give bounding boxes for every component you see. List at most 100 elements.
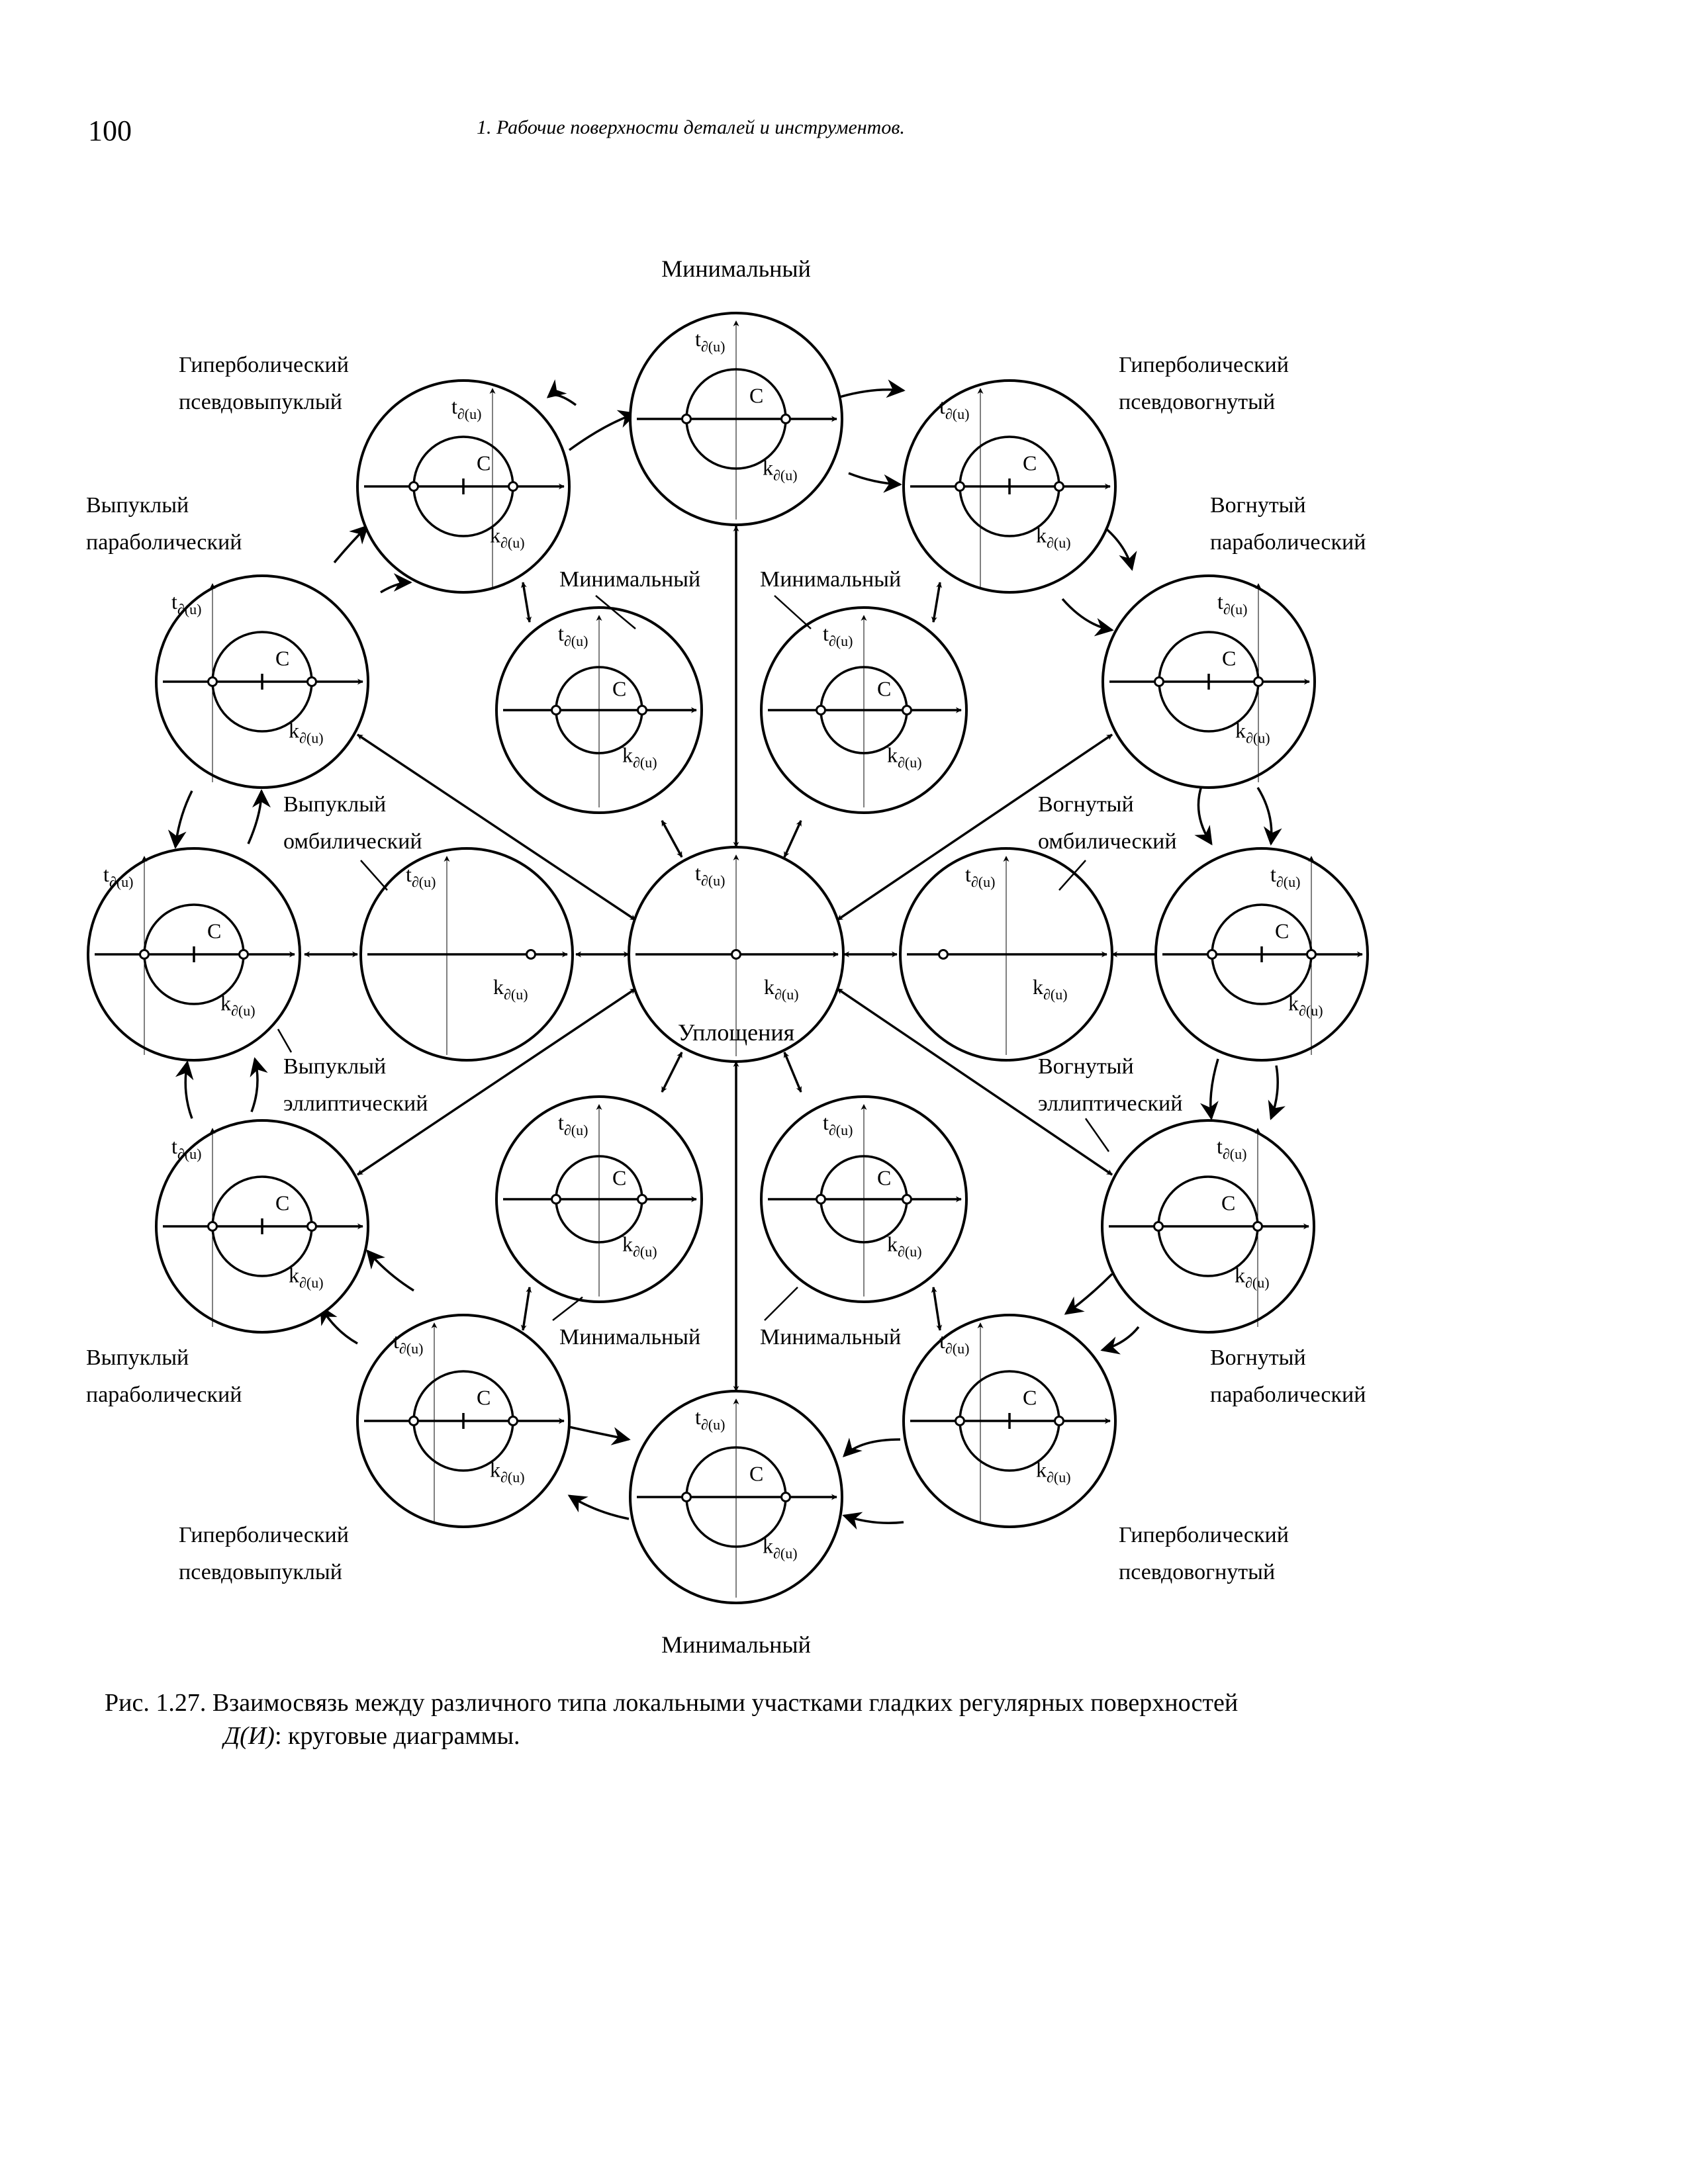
node-right-lower-elliptic-t-label-subscript: ∂(u) xyxy=(1223,1146,1247,1162)
inner-link-arrow-5 xyxy=(520,1287,532,1331)
running-head: 1. Рабочие поверхности деталей и инструм… xyxy=(477,116,905,138)
label-minimal: Минимальный xyxy=(760,567,901,592)
node-bottom-right-hyperbolic-point-max xyxy=(1054,1416,1064,1426)
spoke-arrow-5 xyxy=(357,987,636,1176)
ring-curve-arrow-18 xyxy=(366,1249,414,1292)
node-inner-minimal-lower-left-center-label: C xyxy=(612,1166,626,1190)
node-left-lower-parabolic-center-label: C xyxy=(275,1191,289,1214)
node-bottom-left-hyperbolic-point-min xyxy=(408,1416,419,1426)
node-right-lower-elliptic-k-label-subscript: ∂(u) xyxy=(1245,1275,1270,1291)
node-top-left-hyperbolic-point-max xyxy=(508,481,518,492)
node-bottom-left-hyperbolic-k-label-subscript: ∂(u) xyxy=(500,1469,525,1486)
label-flattening: Уплощения xyxy=(678,1019,794,1046)
region-labels: МинимальныйГиперболическийпсевдовыпуклый… xyxy=(86,255,1366,1658)
node-left-umbilic-ring-k-label-subscript: ∂(u) xyxy=(231,1003,256,1019)
node-bottom-right-hyperbolic-center-label: C xyxy=(1023,1385,1037,1409)
node-left-lower-parabolic-t-label-subscript: ∂(u) xyxy=(177,1146,202,1162)
label-convex-parabolic-2: параболический xyxy=(86,530,242,555)
ring-curve-arrow-24 xyxy=(380,573,412,594)
caption-symbol: Д(И) xyxy=(224,1722,275,1750)
node-inner-minimal-upper-left: Ct∂(u)k∂(u) xyxy=(495,606,703,814)
node-top-minimal-k-label: k∂(u) xyxy=(763,456,798,484)
node-right-upper-parabolic: Ct∂(u)k∂(u) xyxy=(1102,574,1316,789)
label-minimal: Минимальный xyxy=(559,1325,700,1349)
node-inner-minimal-lower-right: Ct∂(u)k∂(u) xyxy=(760,1095,968,1303)
ring-curve-arrow-11 xyxy=(1100,1326,1140,1355)
node-left-upper-parabolic-center-label: C xyxy=(275,646,289,670)
node-top-minimal-k-label-subscript: ∂(u) xyxy=(773,467,798,484)
node-right-upper-parabolic-point-min xyxy=(1154,676,1164,687)
node-inner-minimal-lower-right-point-min xyxy=(816,1194,826,1205)
node-left-umbilic-ring: Ct∂(u)k∂(u) xyxy=(87,847,301,1062)
node-inner-minimal-upper-left-center-label: C xyxy=(612,677,626,701)
label-convex-parabolic-2: параболический xyxy=(86,1383,242,1407)
node-inner-minimal-upper-right: Ct∂(u)k∂(u) xyxy=(760,606,968,814)
node-left-umbilic-ring-point-max xyxy=(238,949,249,960)
label-concave-parabolic-2: параболический xyxy=(1210,530,1366,555)
node-right-lower-elliptic: Ct∂(u)k∂(u) xyxy=(1101,1119,1315,1334)
node-left-lower-parabolic: Ct∂(u)k∂(u) xyxy=(155,1119,369,1334)
ring-curve-arrow-10 xyxy=(1199,1058,1219,1120)
node-left-upper-parabolic: Ct∂(u)k∂(u) xyxy=(155,574,369,789)
node-center-flattening-k-label-subscript: ∂(u) xyxy=(774,986,799,1003)
node-inner-minimal-upper-left-point-max xyxy=(637,705,647,715)
ring-curve-arrow-12 xyxy=(1064,1273,1113,1315)
label-convex-parabolic-1: Выпуклый xyxy=(86,493,189,518)
label-convex-umbilic-1: Выпуклый xyxy=(283,792,386,817)
node-top-right-hyperbolic-k-label-subscript: ∂(u) xyxy=(1047,535,1071,551)
node-bottom-right-hyperbolic-t-label-subscript: ∂(u) xyxy=(945,1340,970,1357)
node-top-right-hyperbolic-point-max xyxy=(1054,481,1064,492)
node-top-left-hyperbolic-k-label-subscript: ∂(u) xyxy=(500,535,525,551)
node-bottom-right-hyperbolic-k-label-subscript: ∂(u) xyxy=(1047,1469,1071,1486)
node-convex-umbilic-t-label-subscript: ∂(u) xyxy=(412,874,436,890)
inner-link-arrow-3 xyxy=(931,582,943,623)
inner-link-arrow-6 xyxy=(661,1052,683,1093)
node-inner-minimal-upper-left-t-label-subscript: ∂(u) xyxy=(564,633,588,649)
node-bottom-left-hyperbolic-t-label-subscript: ∂(u) xyxy=(399,1340,424,1357)
node-inner-minimal-upper-right-t-label-subscript: ∂(u) xyxy=(829,633,853,649)
node-center-flattening-single-point xyxy=(731,949,741,960)
label-hyperbolic-pseudoconvex-2: псевдовыпуклый xyxy=(179,390,342,414)
node-inner-minimal-upper-left-point-min xyxy=(551,705,561,715)
node-right-lower-elliptic-point-min xyxy=(1153,1221,1164,1232)
label-convex-umbilic-2: омбилический xyxy=(283,829,422,854)
node-right-umbilic-ring-point-max xyxy=(1306,949,1317,960)
label-hyperbolic-pseudoconcave-1: Гиперболический xyxy=(1119,353,1289,377)
label-hyperbolic-pseudoconcave-2: псевдовогнутый xyxy=(1119,390,1275,414)
label-convex-parabolic-1: Выпуклый xyxy=(86,1345,189,1370)
label-leader-line-3 xyxy=(277,1028,293,1053)
node-inner-minimal-lower-right-center-label: C xyxy=(877,1166,891,1190)
ring-curve-arrow-21 xyxy=(167,790,193,849)
label-minimal: Минимальный xyxy=(760,1325,901,1349)
spoke-arrow-6 xyxy=(837,987,1113,1176)
caption-line-2-text: : круговые диаграммы. xyxy=(274,1722,520,1750)
label-concave-elliptic-2: эллиптический xyxy=(1038,1091,1182,1116)
label-concave-umbilic-2: омбилический xyxy=(1038,829,1177,854)
label-minimal: Минимальный xyxy=(661,1631,811,1658)
diagram-nodes: Ct∂(u)k∂(u)Ct∂(u)k∂(u)Ct∂(u)k∂(u)Ct∂(u)k… xyxy=(87,312,1369,1604)
ring-curve-arrow-1 xyxy=(568,410,637,451)
node-inner-minimal-lower-left-k-label-subscript: ∂(u) xyxy=(633,1243,657,1259)
ring-curve-arrow-9 xyxy=(1268,1065,1286,1120)
ring-curve-arrow-19 xyxy=(175,1060,194,1119)
label-convex-elliptic-2: эллиптический xyxy=(283,1091,428,1116)
node-bottom-minimal: Ct∂(u)k∂(u) xyxy=(629,1390,843,1604)
node-left-upper-parabolic-t-label: t∂(u) xyxy=(171,590,201,617)
ring-curve-arrow-13 xyxy=(842,1512,904,1530)
ring-curve-arrow-16 xyxy=(565,1425,631,1445)
ring-curve-arrow-14 xyxy=(843,1437,901,1457)
ring-curve-arrow-20 xyxy=(250,1057,268,1113)
ring-curve-arrow-2 xyxy=(546,379,577,406)
node-top-right-hyperbolic-point-min xyxy=(955,481,965,492)
node-concave-umbilic: t∂(u)k∂(u) xyxy=(899,847,1113,1062)
node-right-upper-parabolic-k-label-subscript: ∂(u) xyxy=(1246,730,1270,747)
node-left-umbilic-ring-t-label: t∂(u) xyxy=(103,862,133,890)
label-leader-line-7 xyxy=(552,1297,583,1321)
node-right-umbilic-ring-center-label: C xyxy=(1275,919,1289,942)
label-minimal: Минимальный xyxy=(661,255,811,282)
label-concave-parabolic-2: параболический xyxy=(1210,1383,1366,1407)
connector-arrows xyxy=(167,379,1286,1530)
label-concave-elliptic-1: Вогнутый xyxy=(1038,1054,1134,1079)
node-bottom-minimal-t-label-subscript: ∂(u) xyxy=(701,1416,726,1433)
